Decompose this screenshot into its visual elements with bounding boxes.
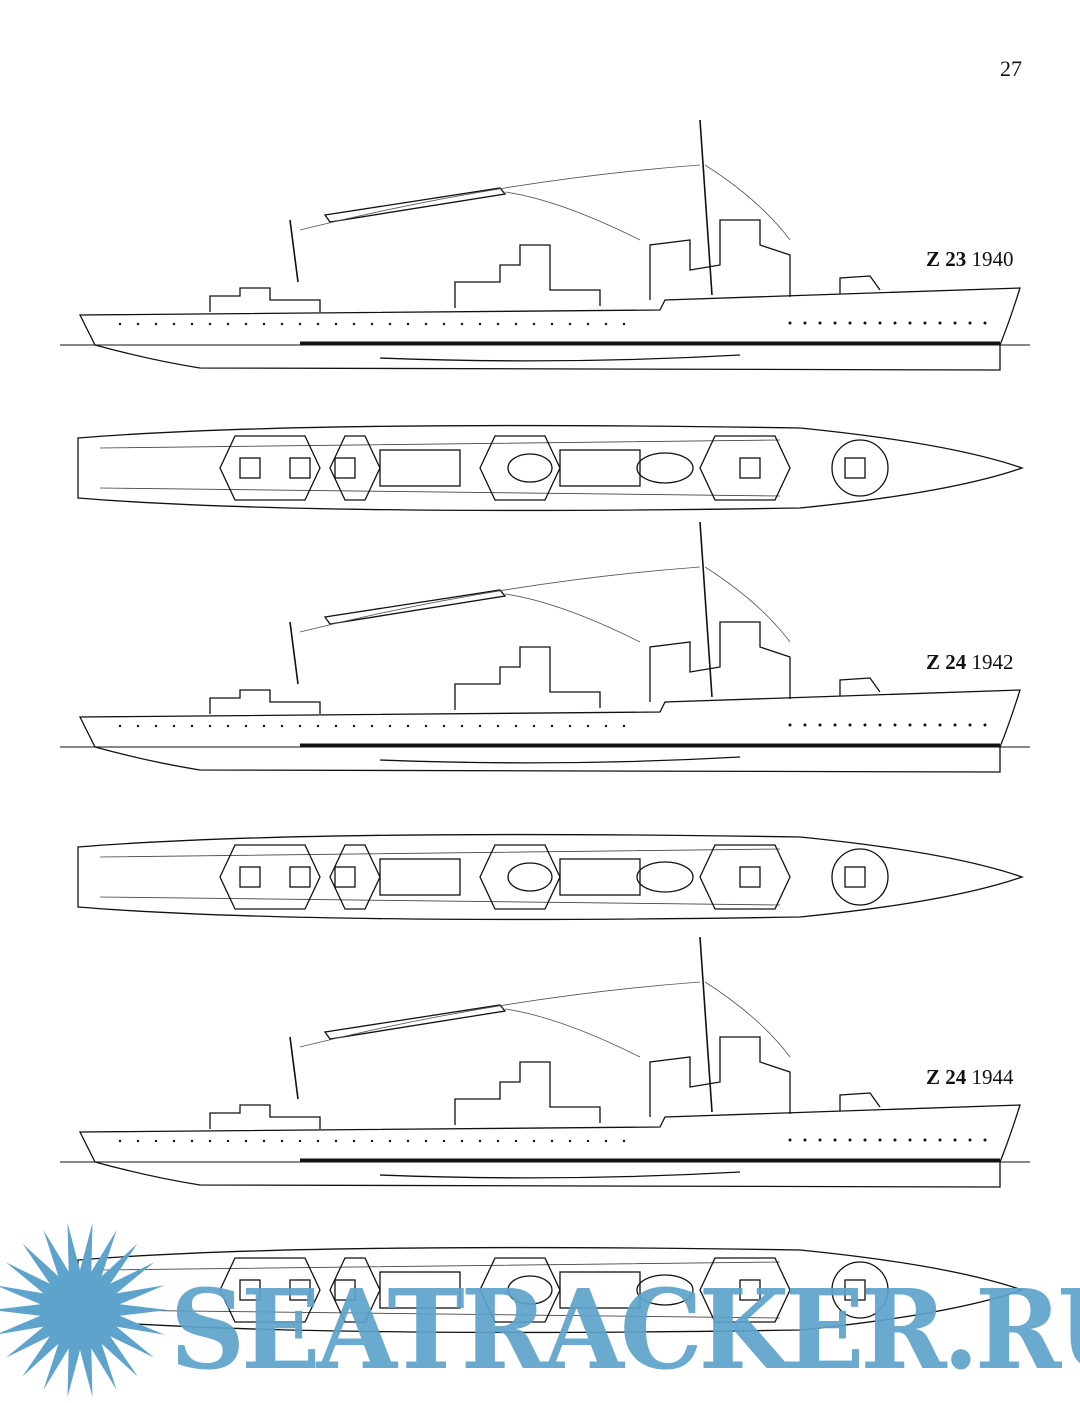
ship-label-2: Z 24 1942 [926, 650, 1014, 675]
ship-plan-z23-1940 [77, 424, 1024, 512]
ship-profile-z24-1944 [60, 936, 1030, 1188]
watermark: SEATRACKER.RU [170, 1264, 1080, 1395]
ship-year: 1942 [971, 650, 1014, 674]
ship-name: Z 23 [926, 247, 967, 271]
ship-name: Z 24 [926, 1065, 967, 1089]
ship-year: 1944 [971, 1065, 1014, 1089]
ship-label-3: Z 24 1944 [926, 1065, 1014, 1090]
ship-profile-z24-1942 [60, 521, 1030, 773]
ship-name: Z 24 [926, 650, 967, 674]
ship-plan-z24-1944 [77, 1246, 1024, 1334]
ship-profile-z23-1940 [60, 119, 1030, 371]
ship-year: 1940 [971, 247, 1014, 271]
ship-label-1: Z 23 1940 [926, 247, 1014, 272]
page-number: 27 [1000, 56, 1022, 81]
ship-plan-z24-1942 [77, 833, 1024, 921]
